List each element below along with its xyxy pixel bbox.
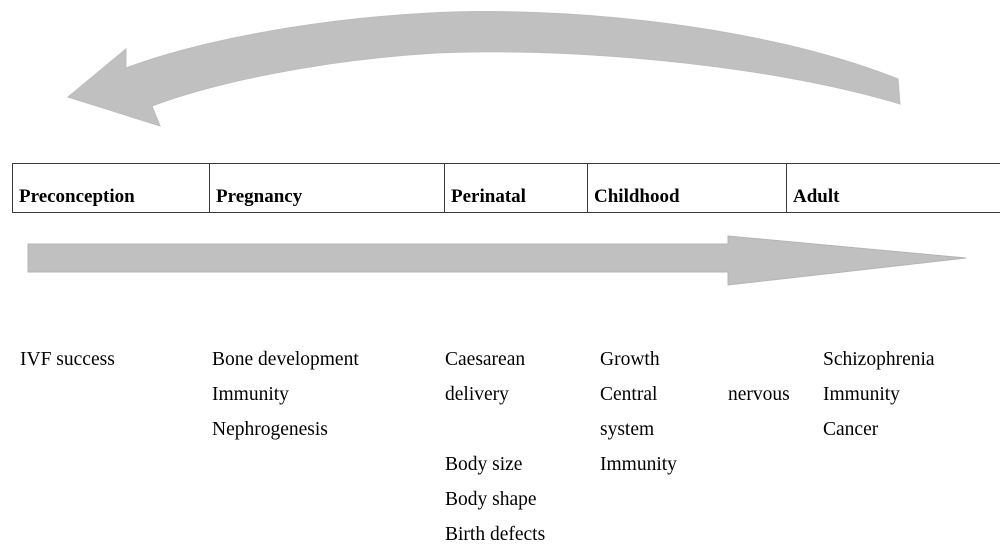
retrospective-arrow-svg xyxy=(66,11,901,127)
stage-cell-adult: Adult xyxy=(786,163,1000,213)
retrospective-arrow-shape xyxy=(66,11,901,127)
outcome-column-perinatal: Caesarean delivery Body size Body shape … xyxy=(445,342,595,552)
outcome-item: Nephrogenesis xyxy=(212,419,328,440)
stage-label-adult: Adult xyxy=(793,186,840,207)
outcome-item: Immunity xyxy=(823,384,900,405)
outcome-item: system xyxy=(600,419,655,440)
outcome-item-word-1: Central xyxy=(600,384,658,405)
outcome-item: Immunity xyxy=(212,384,289,405)
timeline-stage-row: Preconception Pregnancy Perinatal Childh… xyxy=(12,163,1000,213)
outcome-column-adult: Schizophrenia Immunity Cancer xyxy=(823,342,993,447)
outcome-item: Bone development xyxy=(212,349,359,370)
outcome-item: IVF success xyxy=(20,349,115,370)
outcome-column-childhood: Growth Central nervous system Immunity xyxy=(600,342,815,482)
stage-label-perinatal: Perinatal xyxy=(451,186,526,207)
outcome-column-pregnancy: Bone development Immunity Nephrogenesis xyxy=(212,342,437,447)
stage-cell-childhood: Childhood xyxy=(587,163,787,213)
life-course-arrow-shape xyxy=(27,235,967,286)
outcome-item: Caesarean xyxy=(445,349,526,370)
stage-cell-perinatal: Perinatal xyxy=(444,163,588,213)
life-course-arrow-svg xyxy=(27,235,967,286)
retrospective-arrow xyxy=(0,0,1000,150)
outcome-item-word-2: nervous xyxy=(728,384,790,405)
outcome-item-justified: Central nervous xyxy=(600,377,808,412)
life-course-arrow xyxy=(0,228,1000,294)
outcome-item: Body size xyxy=(445,454,523,475)
outcome-column-preconception: IVF success xyxy=(20,342,205,377)
outcome-item: delivery xyxy=(445,384,509,405)
outcome-item: Birth defects xyxy=(445,524,546,545)
outcome-item: Cancer xyxy=(823,419,879,440)
stage-label-pregnancy: Pregnancy xyxy=(216,186,303,207)
stage-label-preconception: Preconception xyxy=(19,186,135,207)
timeline-stage-table: Preconception Pregnancy Perinatal Childh… xyxy=(12,163,1000,213)
outcome-item: Immunity xyxy=(600,454,677,475)
outcome-item: Growth xyxy=(600,349,660,370)
outcome-columns: IVF success Bone development Immunity Ne… xyxy=(0,342,1000,557)
outcome-item: Schizophrenia xyxy=(823,349,935,370)
stage-cell-preconception: Preconception xyxy=(12,163,210,213)
outcome-item: Body shape xyxy=(445,489,537,510)
stage-label-childhood: Childhood xyxy=(594,186,680,207)
stage-cell-pregnancy: Pregnancy xyxy=(209,163,445,213)
